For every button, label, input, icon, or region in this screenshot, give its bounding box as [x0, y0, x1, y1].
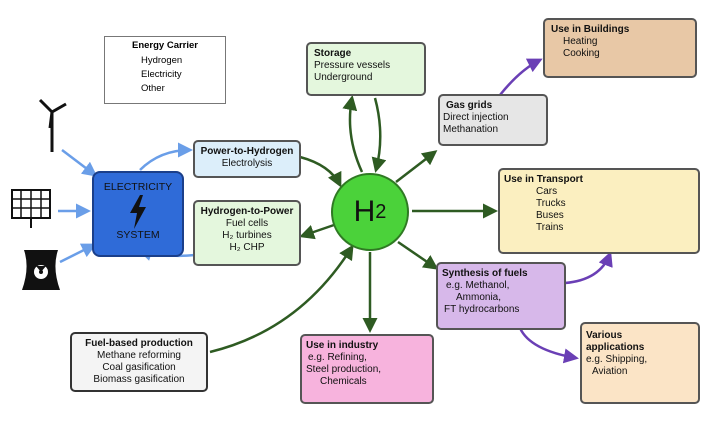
- power-to-hydrogen-title: Power-to-Hydrogen: [200, 146, 294, 157]
- buildings-line: Heating: [563, 36, 598, 47]
- synthesis-line: Ammonia,: [456, 292, 502, 303]
- industry-line: e.g. Refining,: [308, 352, 367, 363]
- fuel-based-line: Biomass gasification: [93, 374, 185, 385]
- synthesis-title: Synthesis of fuels: [442, 268, 528, 279]
- arrow-h2-to-synthesis: [397, 240, 439, 270]
- various-title: Various applications: [586, 330, 645, 353]
- legend: Energy Carrier Hydrogen Electricity Othe…: [104, 36, 226, 104]
- arrow-nuclear-to-electricity: [59, 243, 97, 264]
- power-to-hydrogen-box: Power-to-Hydrogen Electrolysis: [193, 140, 301, 178]
- gas-grids-line: Methanation: [443, 124, 499, 135]
- fuel-based-production-box: Fuel-based production Methane reforming …: [70, 332, 208, 392]
- power-to-hydrogen-line: Electrolysis: [221, 158, 273, 169]
- electricity-system-line2: SYSTEM: [116, 229, 160, 241]
- arrow-wind-to-electricity: [61, 149, 98, 177]
- gas-grids-line: Direct injection: [443, 112, 509, 123]
- electricity-system-box: ELECTRICITY SYSTEM: [92, 171, 184, 257]
- transport-title: Use in Transport: [504, 174, 583, 185]
- legend-title: Energy Carrier: [131, 40, 198, 51]
- arrow-fuelbased-to-h2: [209, 244, 354, 354]
- hydrogen-symbol: H: [353, 195, 376, 228]
- various-applications-box: Various applications e.g. Shipping, Avia…: [580, 322, 700, 404]
- hydrogen-to-power-line: H₂ CHP: [229, 242, 265, 253]
- industry-line: Chemicals: [320, 376, 367, 387]
- various-line: Aviation: [592, 366, 628, 377]
- storage-line: Underground: [314, 72, 373, 83]
- hydrogen-to-power-title: Hydrogen-to-Power: [200, 206, 294, 217]
- solar-panel-icon: [11, 189, 51, 228]
- use-in-industry-box: Use in industry e.g. Refining, Steel pro…: [300, 334, 434, 404]
- hydrogen-subscript: 2: [375, 200, 387, 223]
- transport-line: Trains: [536, 222, 564, 233]
- gas-grids-title: Gas grids: [446, 100, 493, 111]
- legend-item-hydrogen: Hydrogen: [141, 55, 183, 66]
- legend-item-other: Other: [141, 83, 165, 94]
- industry-title: Use in industry: [306, 340, 379, 351]
- arrow-synthesis-to-transport: [564, 251, 613, 285]
- arrow-synthesis-to-various: [518, 327, 579, 364]
- use-in-buildings-box: Use in Buildings Heating Cooking: [543, 18, 697, 78]
- gas-grids-box: Gas grids Direct injection Methanation: [438, 94, 548, 146]
- arrow-p2h-to-h2: [299, 155, 342, 188]
- synthesis-line: e.g. Methanol,: [446, 280, 510, 291]
- storage-line: Pressure vessels: [314, 60, 391, 71]
- arrow-storage-to-h2: [371, 97, 387, 173]
- fuel-based-line: Methane reforming: [97, 350, 181, 361]
- transport-line: Trucks: [536, 198, 566, 209]
- hydrogen-to-power-line: Fuel cells: [225, 218, 269, 229]
- transport-line: Buses: [536, 210, 564, 221]
- industry-line: Steel production,: [306, 364, 382, 375]
- fuel-based-title: Fuel-based production: [85, 338, 193, 349]
- arrow-electricity-to-p2h: [139, 142, 193, 171]
- electricity-system-line1: ELECTRICITY: [103, 181, 173, 193]
- buildings-line: Cooking: [563, 48, 600, 59]
- hydrogen-to-power-box: Hydrogen-to-Power Fuel cells H₂ turbines…: [193, 200, 301, 266]
- lightning-bolt-icon: [130, 195, 146, 229]
- wind-turbine-icon: [38, 98, 67, 152]
- legend-item-electricity: Electricity: [141, 69, 182, 80]
- arrow-h2-to-gasgrids: [395, 150, 438, 183]
- various-line: e.g. Shipping,: [586, 354, 648, 365]
- fuel-based-line: Coal gasification: [102, 362, 176, 373]
- arrow-gasgrids-to-buildings: [499, 58, 543, 96]
- synthesis-of-fuels-box: Synthesis of fuels e.g. Methanol, Ammoni…: [436, 262, 566, 330]
- nuclear-plant-icon: [22, 250, 60, 290]
- hydrogen-to-power-line: H₂ turbines: [222, 230, 272, 241]
- arrow-h2-to-h2p: [299, 223, 335, 240]
- synthesis-line: FT hydrocarbons: [444, 304, 520, 315]
- use-in-transport-box: Use in Transport Cars Trucks Buses Train…: [498, 168, 700, 254]
- buildings-title: Use in Buildings: [551, 24, 630, 35]
- storage-title: Storage: [314, 48, 352, 59]
- transport-line: Cars: [536, 186, 558, 197]
- storage-box: Storage Pressure vessels Underground: [306, 42, 426, 96]
- arrow-h2-to-storage: [342, 95, 364, 173]
